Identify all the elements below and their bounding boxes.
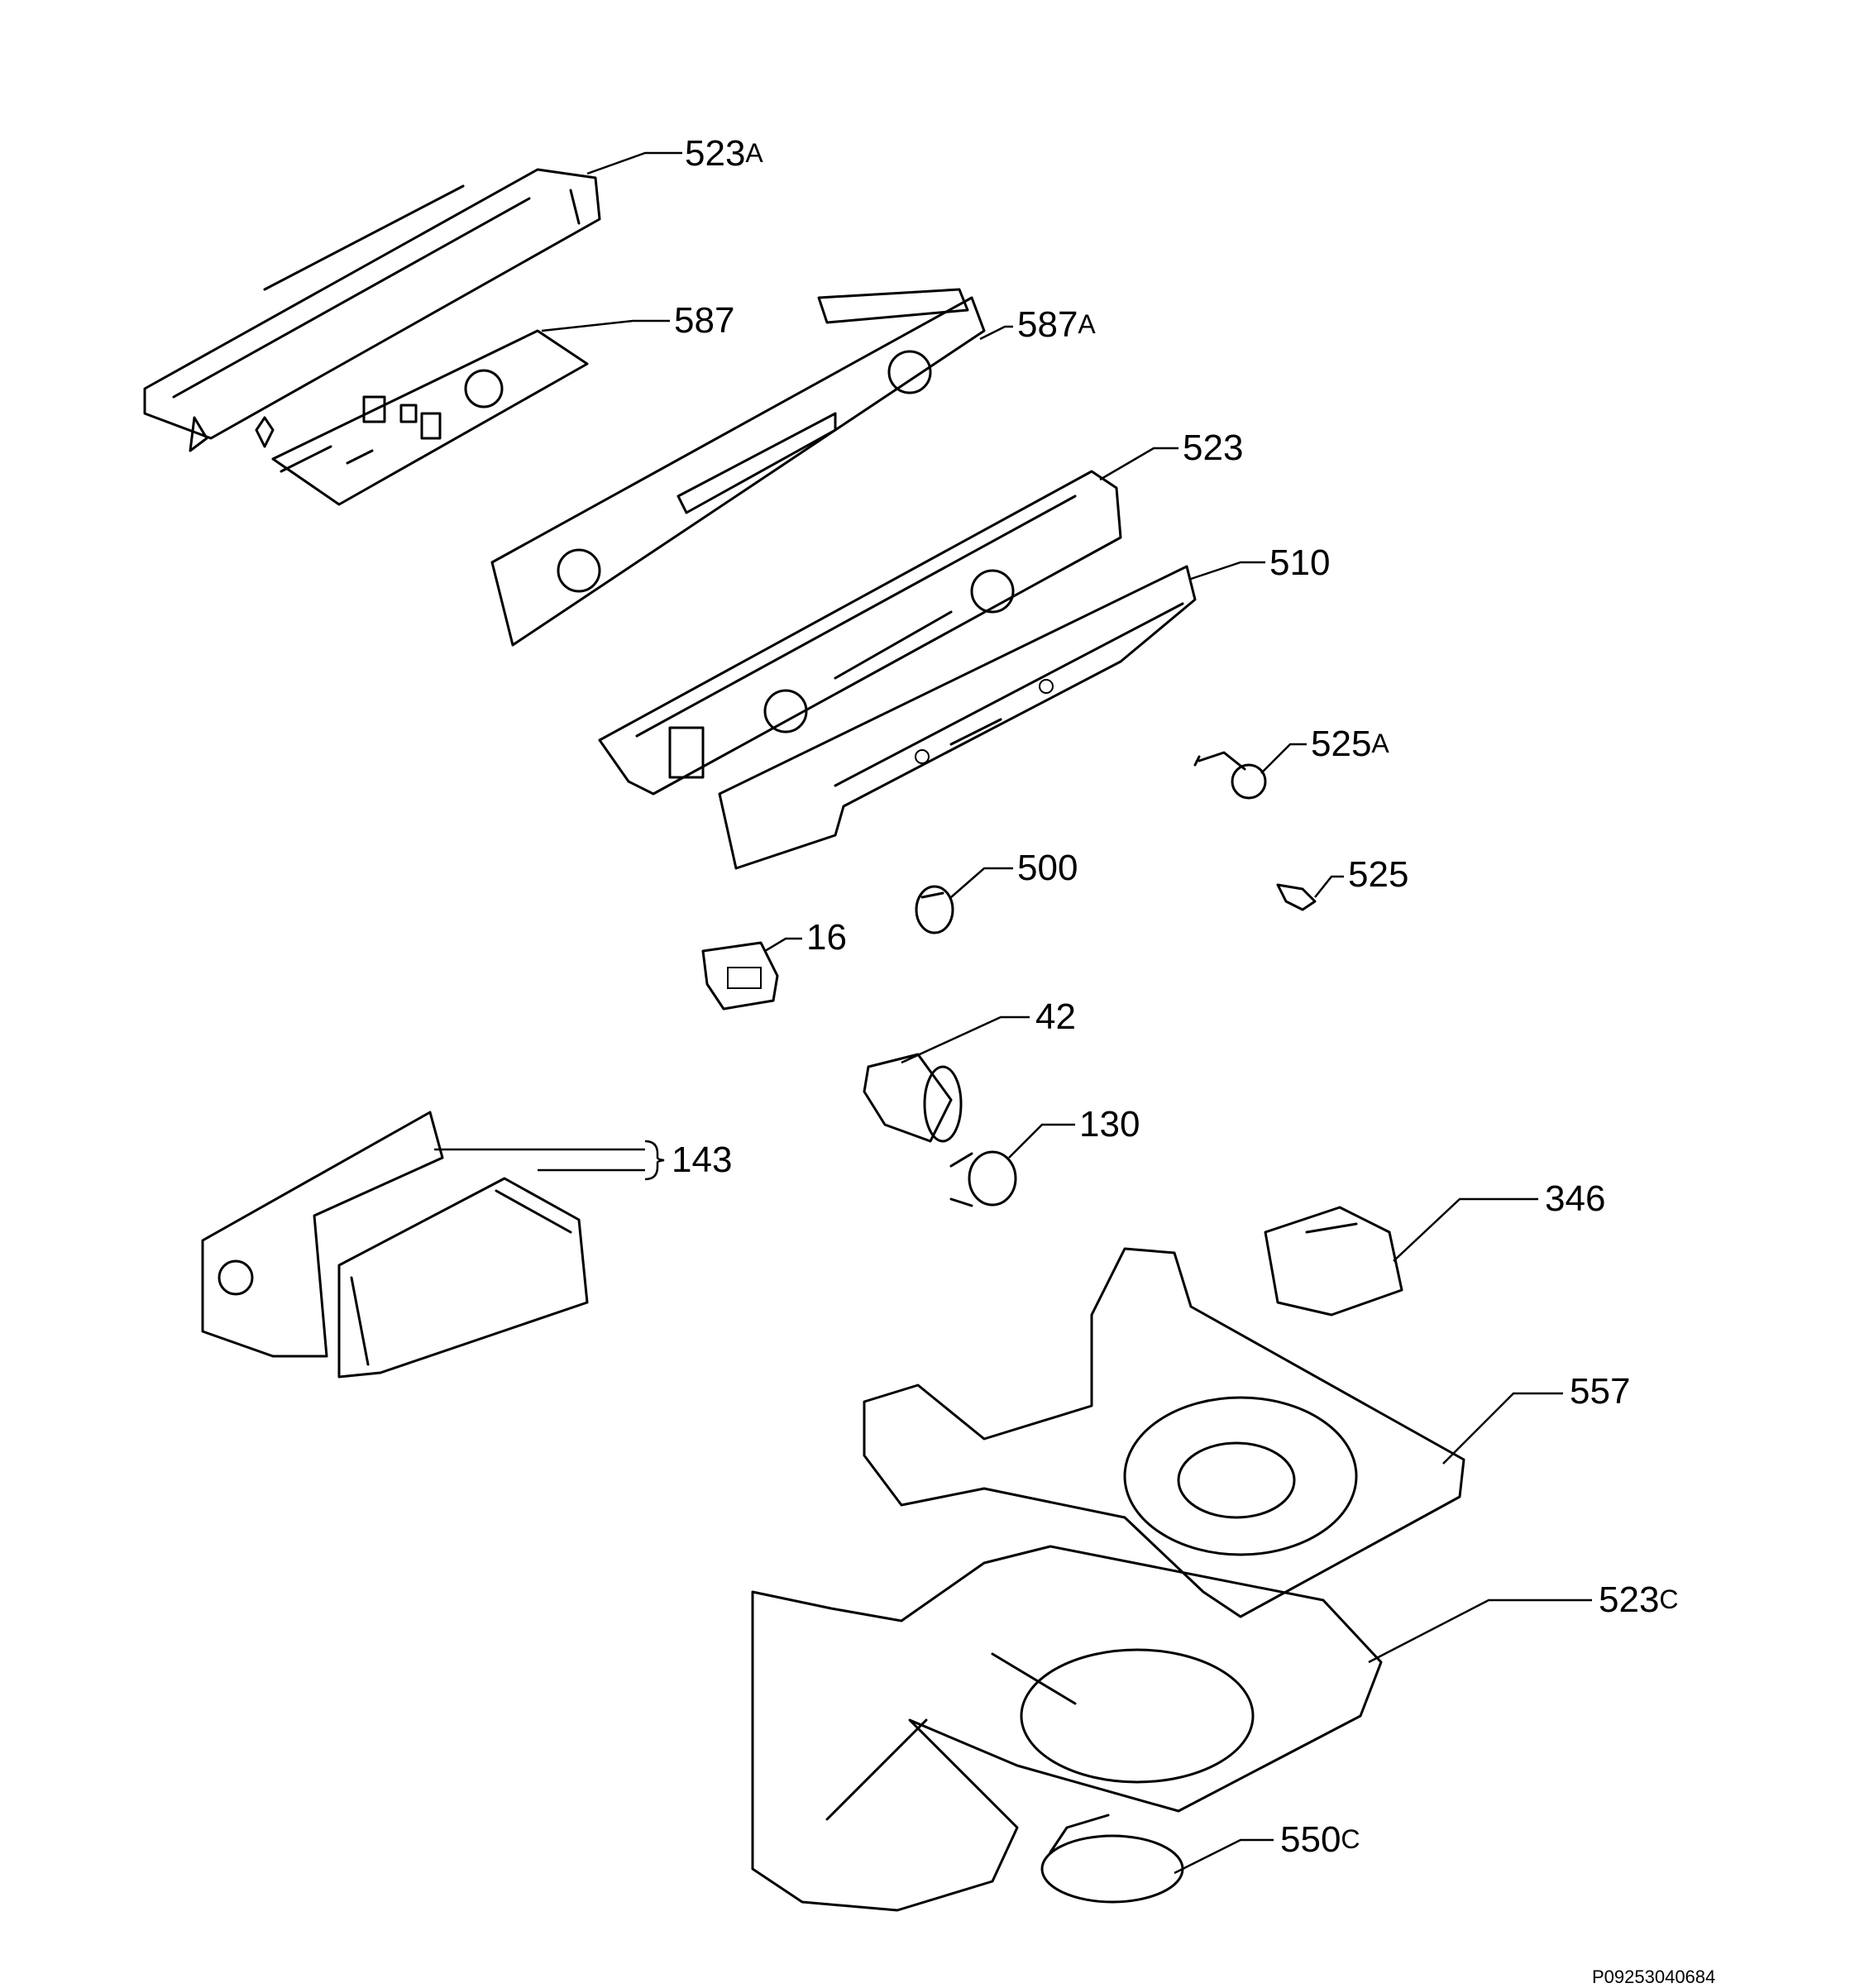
leader-143 (434, 1148, 645, 1172)
leader-130 (1008, 1123, 1075, 1159)
callout-labels: 523A 587 587A 523 510 525A 500 525 16 42… (672, 133, 1679, 1860)
leader-550c (1174, 1838, 1274, 1875)
part-557-frame (863, 1247, 1465, 1618)
callout-550c: 550C (1280, 1819, 1360, 1860)
part-510-front-panel (718, 565, 1197, 870)
part-523a-top-cover (143, 168, 601, 452)
part-587a-display-board (490, 288, 986, 647)
callout-42: 42 (1035, 996, 1076, 1037)
leader-523c (1368, 1599, 1592, 1664)
callout-523a: 523A (685, 133, 763, 174)
callout-525a: 525A (1311, 724, 1389, 764)
part-130-ring (949, 1150, 1017, 1207)
callout-500: 500 (1017, 848, 1078, 888)
leader-346 (1393, 1197, 1538, 1262)
part-525-small-sensor (1276, 883, 1317, 911)
callout-525: 525 (1348, 854, 1408, 895)
callout-557: 557 (1570, 1371, 1630, 1412)
part-346-cap (1264, 1206, 1403, 1317)
leader-557 (1442, 1392, 1563, 1465)
callout-523: 523 (1183, 428, 1243, 468)
leader-16 (764, 937, 802, 953)
leader-143-brace (644, 1140, 665, 1181)
document-code: P09253040684 (1592, 1966, 1716, 1987)
leader-525a (1260, 743, 1307, 774)
leader-587a (979, 325, 1013, 341)
leader-500 (950, 867, 1013, 898)
leader-587 (541, 319, 670, 332)
leader-42 (901, 1016, 1030, 1064)
part-550c-cup (1040, 1814, 1184, 1904)
callout-510: 510 (1269, 542, 1330, 583)
part-500-knob (915, 885, 954, 934)
callout-587: 587 (674, 300, 734, 341)
callout-523c: 523C (1599, 1579, 1679, 1620)
callout-143: 143 (672, 1140, 732, 1180)
leader-523a (586, 151, 682, 175)
part-143-ducts (201, 1111, 589, 1379)
part-523c-lower-housing (751, 1545, 1383, 1912)
part-16-switch (701, 941, 779, 1011)
leader-523 (1099, 447, 1178, 481)
leader-lines (434, 151, 1592, 1875)
callout-587a: 587A (1017, 304, 1096, 345)
leader-510 (1190, 561, 1265, 581)
callout-16: 16 (806, 917, 847, 958)
callout-130: 130 (1079, 1104, 1140, 1145)
leader-525 (1314, 875, 1344, 898)
part-525a-sensor (1193, 751, 1267, 800)
callout-346: 346 (1545, 1178, 1605, 1219)
part-587-control-board (271, 329, 589, 506)
part-523-housing (598, 470, 1122, 796)
part-42-lamp-holder (863, 1053, 963, 1143)
